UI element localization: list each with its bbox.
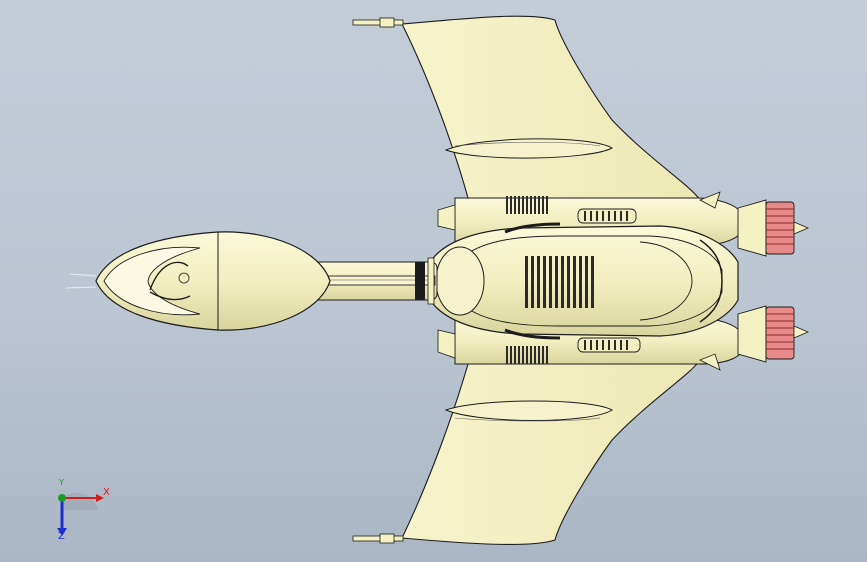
lower-wing: [352, 356, 702, 546]
orientation-triad[interactable]: X Y Z: [38, 478, 118, 550]
central-hull: [429, 222, 739, 340]
upper-exhaust-nozzle: [737, 199, 810, 257]
lower-exhaust-nozzle: [737, 305, 810, 363]
nose-pod: [65, 231, 331, 331]
y-axis-label: Y: [59, 478, 64, 487]
triad-graphic: [57, 492, 104, 536]
z-axis-label: Z: [58, 531, 65, 542]
y-axis-arrow: [58, 494, 66, 502]
upper-wing: [352, 15, 702, 206]
x-axis-label: X: [103, 487, 110, 498]
